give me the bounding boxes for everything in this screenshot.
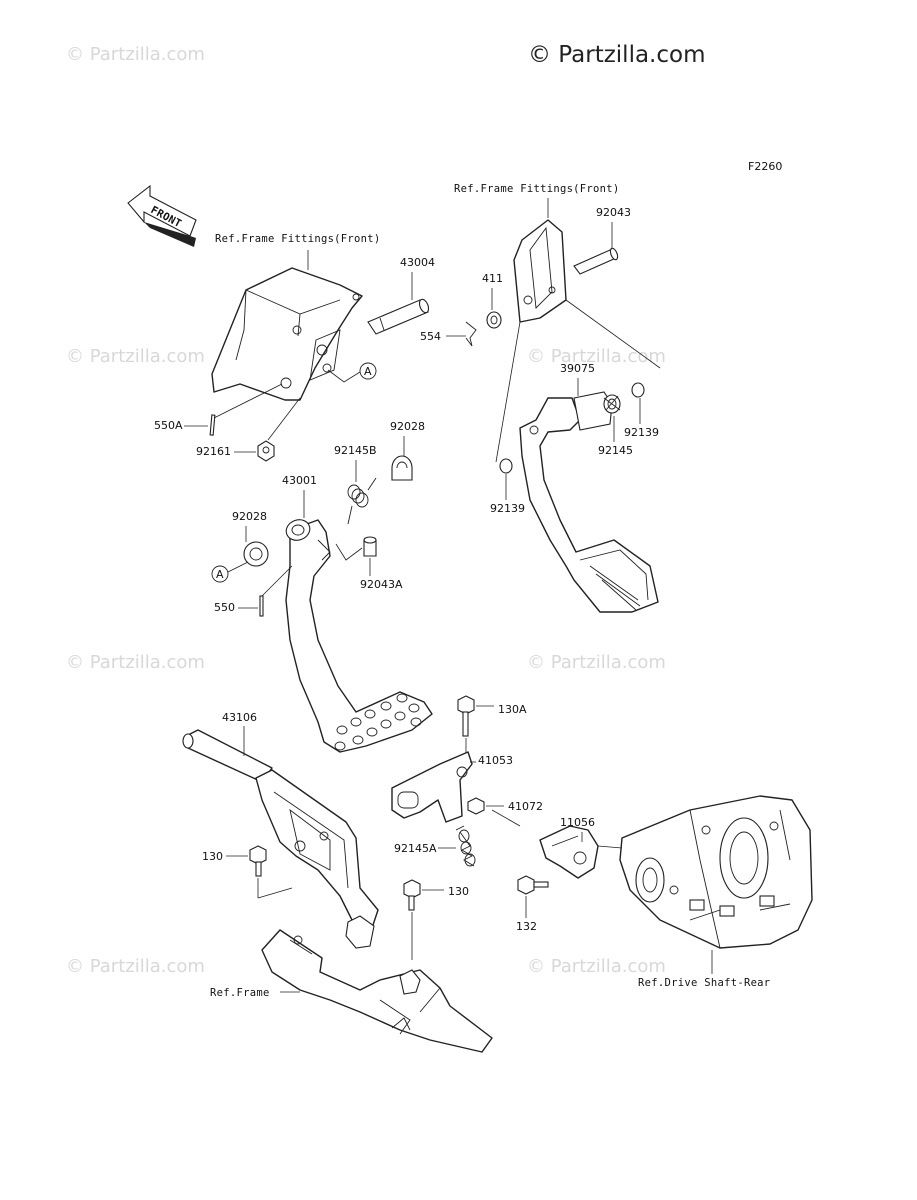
bolt-130 — [403, 879, 421, 911]
label-a: A — [364, 365, 372, 378]
label-92043a: 92043A — [360, 578, 403, 591]
drive-shaft-housing — [619, 795, 813, 949]
nut-41072 — [467, 797, 485, 815]
label-92161: 92161 — [196, 445, 231, 458]
ref-marker-a — [359, 362, 377, 380]
front-arrow-icon: FRONT — [127, 184, 197, 247]
label-43004: 43004 — [400, 256, 435, 269]
label-41072: 41072 — [508, 800, 543, 813]
leader-line — [495, 321, 521, 463]
spring-92145a — [455, 825, 476, 867]
bracket-41053 — [391, 751, 473, 823]
bolt-132 — [517, 875, 549, 895]
label-92028-lower: 92028 — [232, 510, 267, 523]
label-92139-lower: 92139 — [490, 502, 525, 515]
label-130-right: 130 — [448, 885, 469, 898]
accelerator-pedal — [519, 397, 659, 613]
bracket-11056 — [539, 825, 599, 879]
label-11056: 11056 — [560, 816, 595, 829]
leader-line — [335, 543, 363, 561]
label-130a: 130A — [498, 703, 527, 716]
brake-pedal-bracket — [211, 267, 363, 401]
washer-411 — [486, 311, 502, 329]
label-550: 550 — [214, 601, 235, 614]
pin-43004 — [367, 298, 430, 335]
label-92028-upper: 92028 — [390, 420, 425, 433]
diagram-code: F2260 — [748, 160, 782, 173]
cotter-pin-550a — [209, 414, 216, 436]
damper-39075 — [573, 391, 613, 431]
label-41053: 41053 — [478, 754, 513, 767]
leader-line — [327, 369, 361, 383]
label-39075: 39075 — [560, 362, 595, 375]
watermark: © Partzilla.com — [66, 956, 205, 977]
spring-92145b — [347, 477, 377, 525]
watermark-top: © Partzilla.com — [528, 42, 706, 68]
label-43001: 43001 — [282, 474, 317, 487]
bush-92139 — [499, 458, 513, 474]
ref-frame: Ref.Frame — [210, 987, 270, 999]
leader-line — [565, 299, 661, 369]
label-92145: 92145 — [598, 444, 633, 457]
lever-43106 — [182, 729, 379, 949]
leader-line — [227, 561, 249, 573]
watermark: © Partzilla.com — [527, 652, 666, 673]
watermark: © Partzilla.com — [66, 44, 205, 65]
ref-drive-shaft-rear: Ref.Drive Shaft-Rear — [638, 977, 770, 989]
bolt-130 — [249, 845, 267, 877]
ref-frame-fittings-left: Ref.Frame Fittings(Front) — [215, 233, 381, 245]
leader-line — [597, 845, 623, 849]
clip-554 — [465, 321, 477, 347]
bolt-130a — [457, 695, 475, 737]
label-92139-upper: 92139 — [624, 426, 659, 439]
watermark: © Partzilla.com — [66, 346, 205, 367]
frame — [261, 929, 493, 1053]
leader-line — [267, 397, 301, 441]
brake-pedal — [285, 519, 433, 753]
pin-92043 — [573, 247, 619, 275]
bush-92139 — [631, 382, 645, 398]
watermark: © Partzilla.com — [527, 956, 666, 977]
leader-line — [213, 383, 283, 419]
watermark: © Partzilla.com — [527, 346, 666, 367]
pin-92043a — [363, 536, 377, 557]
accelerator-bracket — [513, 219, 567, 323]
watermark: © Partzilla.com — [66, 652, 205, 673]
label-411: 411 — [482, 272, 503, 285]
ref-marker-a — [211, 565, 229, 583]
collar-92028 — [243, 541, 269, 567]
leader-line — [257, 887, 413, 960]
label-554: 554 — [420, 330, 441, 343]
label-92145a: 92145A — [394, 842, 437, 855]
label-550a: 550A — [154, 419, 183, 432]
spring-92145 — [603, 394, 621, 414]
label-43106: 43106 — [222, 711, 257, 724]
label-92145b: 92145B — [334, 444, 377, 457]
leader-line — [261, 565, 293, 597]
label-a: A — [216, 568, 224, 581]
ref-frame-fittings-right: Ref.Frame Fittings(Front) — [454, 183, 620, 195]
nut-92161 — [257, 440, 275, 462]
label-132: 132 — [516, 920, 537, 933]
cotter-pin-550 — [259, 595, 264, 617]
label-92043: 92043 — [596, 206, 631, 219]
label-130-left: 130 — [202, 850, 223, 863]
leader-line — [491, 809, 521, 827]
